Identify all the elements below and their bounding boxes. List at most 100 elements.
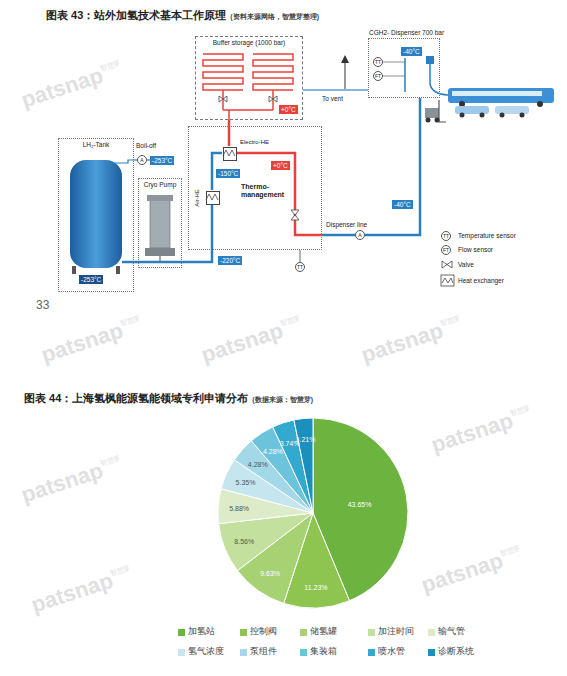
temperature-value: -150°C — [218, 170, 238, 177]
sensor-label: TT — [373, 57, 383, 67]
legend-text: 控制阀 — [250, 626, 277, 638]
tank-leg — [72, 266, 76, 274]
temperature-value: +0°C — [273, 162, 288, 169]
pipe-connector — [303, 89, 368, 91]
legend-swatch — [178, 649, 185, 656]
lh2-tank — [70, 160, 122, 268]
buffer-piping — [223, 90, 273, 120]
tank-box: LH₂-Tank -253°C — [58, 138, 134, 292]
vent-line — [341, 55, 349, 90]
legend-text: 加注时间 — [378, 626, 414, 638]
legend-swatch — [428, 649, 435, 656]
temperature-value: -40°C — [403, 48, 420, 55]
vent-label: To vent — [322, 95, 343, 102]
thermo-piping — [212, 126, 322, 250]
node-label: CGH2- Dispenser 700 bar — [369, 29, 444, 36]
buffer-coil — [203, 54, 243, 90]
boil-off-pipe — [110, 160, 134, 163]
legend-swatch — [240, 649, 247, 656]
temperature-tag: -150°C — [216, 169, 240, 178]
temperature-value: -253°C — [81, 276, 101, 283]
temperature-tag: +0°C — [279, 105, 298, 114]
temperature-value: -40°C — [394, 201, 411, 208]
legend-icon-label: TT — [441, 231, 451, 241]
node-label: Electro-HE — [240, 139, 269, 145]
source-note: (数据来源：智慧芽) — [252, 395, 313, 405]
page-number: 33 — [36, 298, 49, 312]
legend-item: Valve — [458, 261, 474, 268]
legend-text: 加氢站 — [188, 626, 215, 638]
node-label: LH₂-Tank — [59, 141, 133, 148]
percent-label: 5.35% — [236, 479, 256, 486]
legend-item: 诊断系统 — [428, 646, 474, 658]
legend-text: Valve — [458, 261, 474, 268]
pie-slice — [294, 418, 313, 513]
watermark: patsnap — [428, 408, 516, 459]
sensor-label: FT — [373, 71, 383, 81]
watermark: patsnap — [358, 318, 446, 369]
percent-label: 43.65% — [348, 500, 372, 507]
legend-valve-icon — [442, 261, 452, 268]
legend-text: 诊断系统 — [438, 646, 474, 658]
temperature-tag: -253°C — [150, 156, 174, 165]
sensor-label: A — [137, 155, 147, 165]
watermark: patsnap — [198, 318, 286, 369]
watermark: patsnap — [38, 318, 126, 369]
figure-title: 图表 43：站外加氢技术基本工作原理 — [46, 8, 226, 23]
watermark: 智慧芽 — [499, 543, 522, 559]
legend-item: 控制阀 — [240, 626, 277, 638]
legend-text: 泵组件 — [250, 646, 277, 658]
legend-heat-exchanger-icon — [442, 278, 453, 283]
legend-item: 储氢罐 — [300, 626, 337, 638]
line-label: Dispenser line — [326, 221, 367, 228]
legend-heat-exchanger-icon — [441, 275, 454, 286]
watermark: 智慧芽 — [279, 313, 302, 329]
pump-box: Cryo Pump — [138, 178, 182, 268]
valve-symbol — [291, 210, 299, 220]
pipe-connector — [182, 250, 212, 262]
legend-text: 储氢罐 — [310, 626, 337, 638]
storage-box: Buffer storage (1000 bar)+0°C — [195, 36, 303, 120]
sensor-label: A — [355, 230, 365, 240]
temperature-tag: -40°C — [392, 200, 413, 209]
legend-text: Heat exchanger — [458, 277, 504, 284]
legend-swatch — [178, 629, 185, 636]
vehicles — [425, 88, 554, 123]
legend-text: 输气管 — [438, 626, 465, 638]
temperature-tag: +0°C — [271, 161, 290, 170]
watermark: patsnap — [28, 568, 116, 619]
temperature-value: -253°C — [152, 157, 172, 164]
legend-text: Temperature sensor — [458, 232, 516, 239]
legend-swatch — [300, 649, 307, 656]
legend-swatch — [300, 629, 307, 636]
watermark: patsnap — [18, 63, 106, 114]
watermark: 智慧芽 — [119, 313, 142, 329]
legend-text: 氢气浓度 — [188, 646, 224, 658]
legend-item: Flow sensor — [458, 246, 493, 253]
percent-label: 8.56% — [234, 537, 254, 544]
temperature-tag: -220°C — [218, 256, 242, 265]
dispenser-box: CGH2- Dispenser 700 bar-40°C — [368, 38, 440, 98]
percent-label: 5.88% — [229, 504, 249, 511]
legend-item: Heat exchanger — [458, 277, 504, 284]
node-label: Cryo Pump — [139, 181, 181, 188]
pipe-connector — [322, 98, 420, 235]
legend-text: Flow sensor — [458, 246, 493, 253]
watermark: 智慧芽 — [439, 313, 462, 329]
temperature-tag: -253°C — [79, 275, 103, 284]
watermark: 智慧芽 — [109, 563, 132, 579]
percent-label: 3.21% — [296, 436, 316, 443]
thermo-region: Thermo-management-150°C+0°CElectro-HEAir… — [188, 126, 322, 250]
legend-item: 喷水管 — [368, 646, 405, 658]
legend-swatch — [240, 629, 247, 636]
tank-leg — [116, 266, 120, 274]
heat-exchanger: Air-HE — [206, 191, 220, 205]
temperature-value: +0°C — [281, 106, 296, 113]
legend-item: 输气管 — [428, 626, 465, 638]
legend-item: 泵组件 — [240, 646, 277, 658]
legend-swatch — [368, 629, 375, 636]
heat-exchanger: Electro-HE — [223, 147, 237, 161]
tank-outlet — [122, 261, 134, 264]
legend-item: 集装箱 — [300, 646, 337, 658]
watermark: 智慧芽 — [99, 58, 122, 74]
